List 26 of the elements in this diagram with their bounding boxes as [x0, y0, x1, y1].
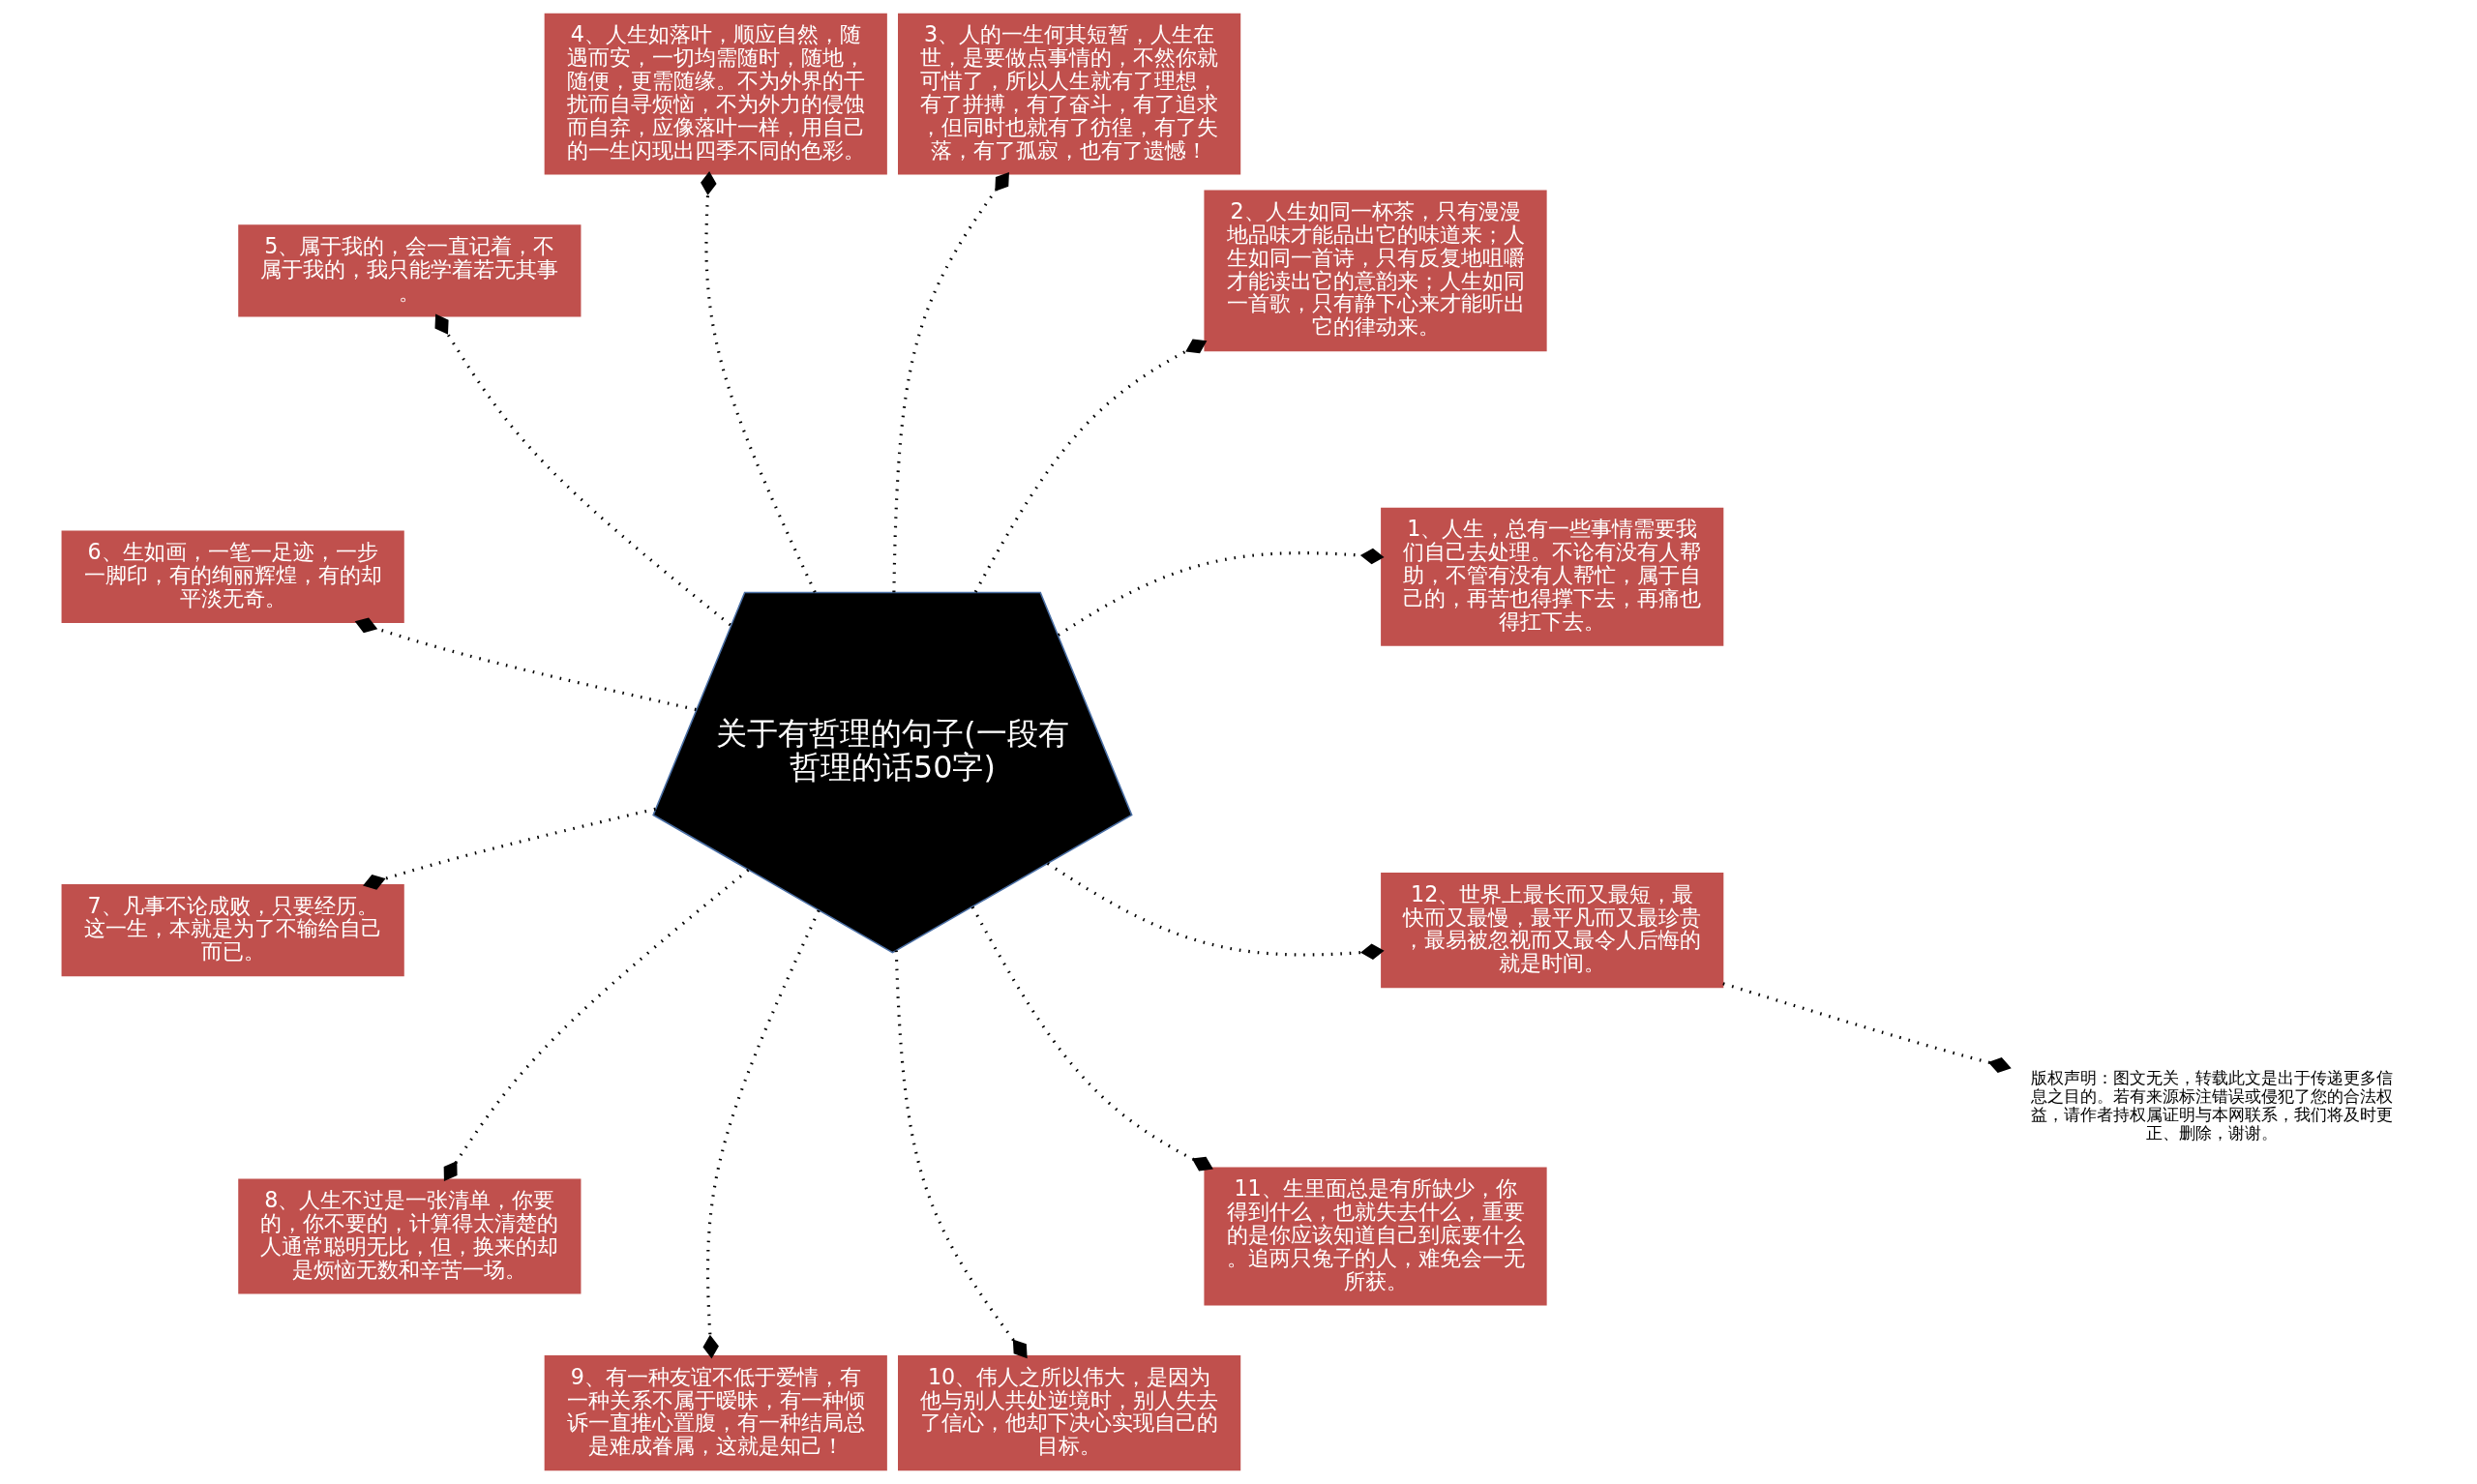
connector	[973, 339, 1208, 593]
connector	[892, 171, 1009, 593]
connector	[702, 909, 821, 1359]
connector	[1722, 982, 2012, 1074]
node-box: 6、生如画，一笔一足迹，一步一脚印，有的绚丽辉煌，有的却平淡无奇。	[61, 530, 404, 623]
node-box: 5、属于我的，会一直记着，不属于我的，我只能学着若无其事。	[238, 224, 582, 317]
node-box: 7、凡事不论成败，只要经历。这一生，本就是为了不输给自己而已。	[61, 883, 404, 977]
connector	[894, 950, 1028, 1359]
connector	[434, 313, 731, 627]
node-box: 2、人生如同一杯茶，只有漫漫地品味才能品出它的味道来；人生如同一首诗，只有反复地咀嚼才能读出它的意韵来；人生如同一首歌，只有静下心来才能听出它的律动来。	[1204, 190, 1547, 352]
node-box: 12、世界上最长而又最短，最快而又最慢，最平凡而又最珍贵，最易被忽视而又最令人后悔的就是时间。	[1381, 873, 1724, 989]
node-box: 9、有一种友谊不低于爱情，有一种关系不属于暧昧，有一种倾诉一直推心置腹，有一种结局总是难成眷属，这就是知己！	[544, 1355, 887, 1471]
node-text: 版权声明：图文无关，转载此文是出于传递更多信息之目的。若有来源标注错误或侵犯了您的合法权益，请作者持权属证明与本网联系，我们将及时更正、删除，谢谢。	[2030, 1068, 2393, 1143]
node-box: 8、人生不过是一张清单，你要的，你不要的，计算得太清楚的人通常聪明无比，但，换来的却是烦恼无数和辛苦一场。	[238, 1178, 582, 1294]
connector	[363, 807, 656, 890]
node-box: 11、生里面总是有所缺少，你得到什么，也就失去什么，重要的是你应该知道自己到底要什么。追两只兔子的人，难免会一无所获。	[1204, 1167, 1547, 1306]
connector	[354, 617, 697, 712]
connector	[1046, 862, 1385, 960]
node-box: 3、人的一生何其短暂，人生在世，是要做点事情的，不然你就可惜了，所以人生就有了理想，有了拼搏，有了奋斗，有了追求，但同时也就有了彷徨，有了失落，有了孤寂，也有了遗憾！	[898, 13, 1241, 175]
node-box: 10、伟人之所以伟大，是因为他与别人共处逆境时，别人失去了信心，他却下决心实现自己的目标。	[898, 1355, 1241, 1471]
connector	[1057, 548, 1385, 637]
connector	[970, 905, 1213, 1172]
node-box: 4、人生如落叶，顺应自然，随遇而安，一切均需随时，随地，随便，更需随缘。不为外界的干扰而自寻烦恼，不为外力的侵蚀而自弃，应像落叶一样，用自己的一生闪现出四季不同的色彩。	[544, 13, 887, 175]
node-box: 1、人生，总有一些事情需要我们自己去处理。不论有没有人帮助，不管有没有人帮忙，属于自己的，再苦也得撑下去，再痛也得扛下去。	[1381, 507, 1724, 646]
connector	[443, 869, 750, 1181]
connector	[701, 171, 817, 593]
